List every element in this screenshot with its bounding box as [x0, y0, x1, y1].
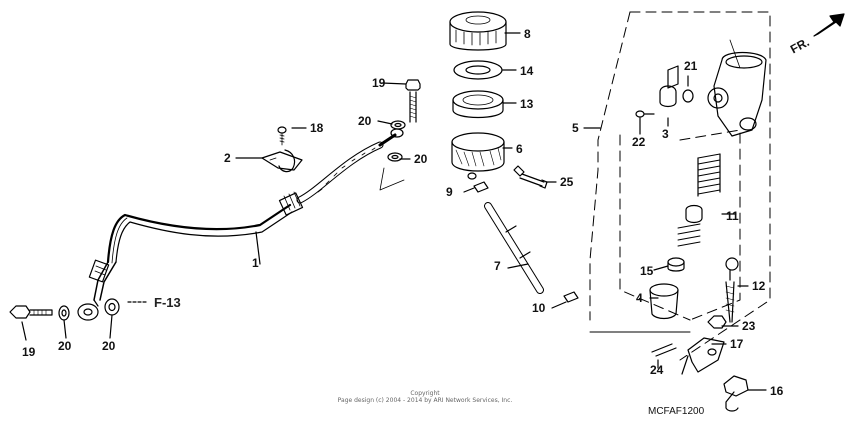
callout-25: 25	[560, 175, 574, 189]
brake-hose-1	[88, 128, 404, 301]
callout-5: 5	[572, 121, 579, 135]
washer-20-mid	[387, 152, 403, 162]
leader-10	[551, 301, 567, 309]
spring-piston-11	[677, 153, 721, 247]
callout-18: 18	[310, 121, 324, 135]
callout-16: 16	[770, 384, 784, 398]
callout-22: 22	[632, 135, 646, 149]
guide-line	[379, 167, 405, 191]
callout-8: 8	[524, 27, 531, 41]
reservoir-cap-8	[449, 11, 507, 51]
leader-7	[507, 263, 529, 269]
callout-17: 17	[730, 337, 744, 351]
leader-20-upper	[377, 120, 393, 125]
o-ring-21	[682, 89, 694, 103]
callout-10: 10	[532, 301, 546, 315]
clevis-17	[681, 337, 725, 375]
cup-15	[667, 257, 685, 272]
callout-23: 23	[742, 319, 756, 333]
callout-11: 11	[726, 209, 739, 223]
master-cylinder-body	[707, 39, 767, 137]
callout-2: 2	[224, 151, 231, 165]
callout-4: 4	[636, 291, 643, 305]
leader-9	[463, 187, 475, 193]
plate-14	[453, 60, 503, 80]
bolt-19-upper	[405, 79, 421, 123]
callout-20-mid: 20	[414, 152, 428, 166]
callout-21: 21	[684, 59, 698, 73]
boot-4	[649, 283, 679, 320]
clip-10	[563, 291, 579, 303]
callout-3: 3	[662, 127, 669, 141]
callout-1: 1	[252, 256, 259, 270]
leader-15	[653, 265, 669, 271]
diagram-code: MCFAF1200	[648, 406, 705, 417]
washer-20-lower-right	[104, 298, 120, 316]
callout-19-lower: 19	[22, 345, 36, 359]
hose-joint-3	[659, 65, 679, 108]
callout-20-upper: 20	[358, 114, 372, 128]
leader-20-lower-right	[109, 314, 113, 339]
callout-19-upper: 19	[372, 76, 386, 90]
callout-9: 9	[446, 185, 453, 199]
screw-22	[635, 110, 655, 118]
front-direction-arrow	[813, 13, 845, 37]
reservoir-6	[451, 132, 505, 180]
callout-13: 13	[520, 97, 534, 111]
hose-clamp-2	[261, 149, 303, 173]
screw-18	[277, 126, 287, 146]
callout-15: 15	[640, 264, 654, 278]
callout-7: 7	[494, 259, 501, 273]
callout-20-lower-left: 20	[58, 339, 72, 353]
nut-23	[707, 315, 727, 329]
push-rod-12	[725, 257, 739, 323]
bolt-25	[513, 165, 548, 189]
reservoir-hose-7	[484, 202, 544, 294]
bolt-19-lower	[9, 305, 53, 319]
copyright-notice: Page design (c) 2004 - 2014 by ARI Netwo…	[337, 397, 513, 404]
diaphragm-13	[452, 90, 504, 119]
callout-6: 6	[516, 142, 523, 156]
section-reference-f13[interactable]: F-13	[154, 295, 181, 310]
clip-9	[473, 181, 489, 193]
leader-19-upper	[381, 82, 407, 85]
callout-14: 14	[520, 64, 534, 78]
washer-20-upper	[390, 120, 406, 130]
copyright-title: Copyright	[410, 390, 440, 397]
pin-24	[651, 343, 677, 357]
lower-banjo-fitting	[77, 299, 99, 321]
callout-12: 12	[752, 279, 766, 293]
leader-1	[255, 231, 261, 265]
washer-20-lower-left	[58, 305, 70, 321]
leader-19-lower	[21, 321, 27, 341]
leader-20-lower-left	[63, 319, 67, 339]
callout-20-lower-right: 20	[102, 339, 116, 353]
callout-24: 24	[650, 363, 664, 377]
